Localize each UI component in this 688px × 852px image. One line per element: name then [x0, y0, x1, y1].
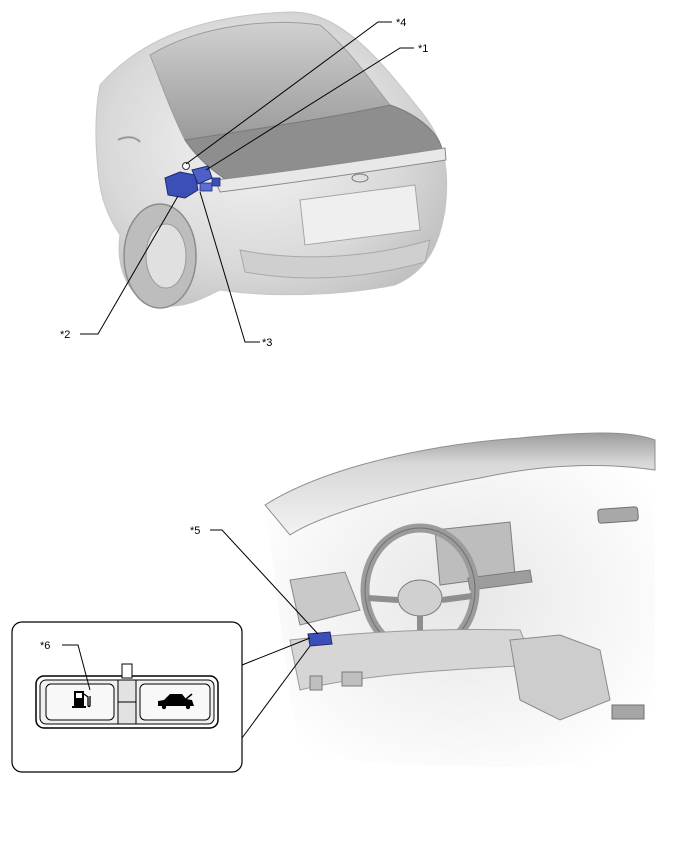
- right-side-vent: [597, 506, 639, 524]
- car-trunk-icon: [158, 693, 194, 710]
- dashboard-top: [264, 432, 656, 536]
- fuel-lid-switch-indicator: [182, 162, 190, 170]
- fuel-lid-connector-part: [199, 182, 213, 192]
- leader-line-4: [185, 21, 392, 165]
- rear-bumper: [239, 239, 431, 279]
- inset-connector-upper: [241, 637, 311, 666]
- callout-label-2: *2: [60, 329, 70, 341]
- callout-label-5: *5: [190, 525, 200, 537]
- leader-line-3: [199, 191, 260, 343]
- leader-line-2: [80, 195, 179, 335]
- callout-label-3: *3: [262, 337, 272, 349]
- rear-console-vents: [611, 704, 645, 720]
- tail-light: [214, 147, 447, 193]
- center-console: [509, 634, 611, 721]
- leader-line-6: [62, 644, 91, 691]
- fuel-pump-icon: [72, 691, 91, 708]
- callout-label-6: *6: [40, 640, 50, 652]
- opener-switch-part: [307, 631, 333, 647]
- door-handle: [117, 136, 141, 143]
- inset-connector-lower: [241, 645, 311, 739]
- accelerator-pedal: [309, 675, 323, 691]
- leader-line-5: [210, 529, 319, 635]
- rear-wheel-rim: [145, 223, 187, 289]
- left-dash-panel: [289, 571, 361, 626]
- leader-line-1: [205, 47, 414, 171]
- center-vents: [467, 569, 533, 591]
- small-clip-part: [211, 177, 221, 187]
- license-plate-area: [299, 184, 421, 246]
- switch-top-tab: [121, 663, 133, 679]
- brake-pedal: [341, 671, 363, 687]
- fuel-lid-assembly-part: [164, 171, 199, 199]
- switch-detail-inset: *6: [11, 621, 311, 773]
- callout-label-1: *1: [418, 43, 428, 55]
- steering-hub: [397, 579, 443, 617]
- top-leader-lines: [80, 21, 414, 343]
- car-rear-view: [95, 11, 448, 309]
- rear-emblem: [351, 173, 369, 183]
- interior-dashboard-view: [264, 432, 656, 767]
- callout-label-4: *4: [396, 17, 406, 29]
